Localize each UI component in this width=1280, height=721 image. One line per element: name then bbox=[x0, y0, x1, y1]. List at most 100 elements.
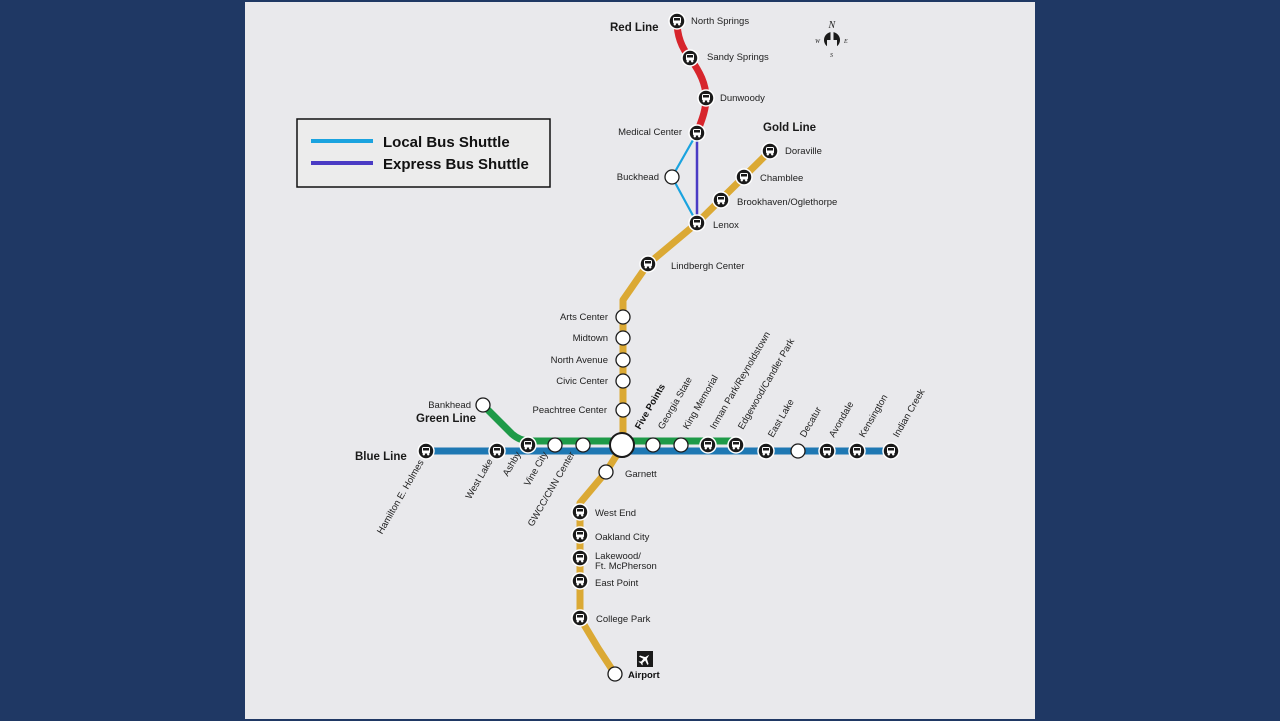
station-decatur[interactable] bbox=[790, 443, 806, 459]
station-east-lake[interactable] bbox=[757, 442, 775, 460]
station-georgia-state[interactable] bbox=[645, 437, 661, 453]
station-marker bbox=[615, 373, 631, 389]
station-marker bbox=[615, 402, 631, 418]
station-label-kensington: Kensington bbox=[857, 393, 890, 440]
station-label-lakewood: Lakewood/Ft. McPherson bbox=[595, 551, 657, 572]
station-five-points[interactable] bbox=[609, 432, 635, 458]
station-label-west-lake: West Lake bbox=[464, 457, 496, 501]
station-label-medical-center: Medical Center bbox=[618, 127, 682, 138]
station-marker bbox=[664, 169, 680, 185]
station-label-west-end: West End bbox=[595, 508, 636, 519]
station-label-decatur: Decatur bbox=[798, 405, 824, 439]
station-hamilton[interactable] bbox=[417, 442, 435, 460]
bus-icon bbox=[823, 447, 831, 456]
station-label-lindbergh: Lindbergh Center bbox=[671, 261, 744, 272]
gold-line-label: Gold Line bbox=[763, 122, 816, 134]
station-avondale[interactable] bbox=[818, 442, 836, 460]
bus-icon bbox=[576, 554, 584, 563]
station-label-bankhead: Bankhead bbox=[428, 400, 471, 411]
station-label-midtown: Midtown bbox=[573, 333, 608, 344]
station-airport[interactable] bbox=[607, 666, 623, 682]
bus-icon bbox=[576, 577, 584, 586]
station-label-hamilton: Hamilton E. Holmes bbox=[375, 458, 427, 536]
compass-south: S bbox=[830, 53, 833, 59]
bus-icon bbox=[524, 441, 532, 450]
station-label-chamblee: Chamblee bbox=[760, 173, 803, 184]
bus-icon bbox=[762, 447, 770, 456]
blue-line-label: Blue Line bbox=[355, 451, 407, 463]
station-ashby[interactable] bbox=[519, 436, 537, 454]
station-indian-creek[interactable] bbox=[882, 442, 900, 460]
bus-icon bbox=[766, 147, 774, 156]
bus-icon bbox=[693, 219, 701, 228]
bus-icon bbox=[576, 531, 584, 540]
station-buckhead[interactable] bbox=[664, 169, 680, 185]
station-north-avenue[interactable] bbox=[615, 352, 631, 368]
bus-icon bbox=[422, 447, 430, 456]
line-labels: Red Line Gold Line Green Line Blue Line bbox=[355, 22, 816, 463]
station-sandy-springs[interactable] bbox=[681, 49, 699, 67]
station-brookhaven[interactable] bbox=[712, 191, 730, 209]
bus-icon bbox=[576, 508, 584, 517]
station-label-east-point: East Point bbox=[595, 578, 639, 589]
station-edgewood[interactable] bbox=[727, 436, 745, 454]
station-marker bbox=[547, 437, 563, 453]
station-east-point[interactable] bbox=[571, 572, 589, 590]
station-label-brookhaven: Brookhaven/Oglethorpe bbox=[737, 197, 837, 208]
station-label-east-lake: East Lake bbox=[766, 397, 797, 439]
station-college-park[interactable] bbox=[571, 609, 589, 627]
hub-marker bbox=[609, 432, 635, 458]
station-lindbergh[interactable] bbox=[639, 255, 657, 273]
bus-icon bbox=[702, 94, 710, 103]
station-label-north-avenue: North Avenue bbox=[551, 355, 608, 366]
station-lenox[interactable] bbox=[688, 214, 706, 232]
station-doraville[interactable] bbox=[761, 142, 779, 160]
green-line-label: Green Line bbox=[416, 413, 476, 425]
station-label-buckhead: Buckhead bbox=[617, 172, 659, 183]
station-lakewood[interactable] bbox=[571, 549, 589, 567]
station-marker bbox=[607, 666, 623, 682]
station-marker bbox=[615, 309, 631, 325]
station-medical-center[interactable] bbox=[688, 124, 706, 142]
station-label-sandy-springs: Sandy Springs bbox=[707, 52, 769, 63]
compass-west: W bbox=[815, 39, 821, 45]
legend: Local Bus Shuttle Express Bus Shuttle bbox=[296, 118, 551, 188]
bus-icon bbox=[686, 54, 694, 63]
station-king-memorial[interactable] bbox=[673, 437, 689, 453]
bus-icon bbox=[644, 260, 652, 269]
station-peachtree-center[interactable] bbox=[615, 402, 631, 418]
compass-east: E bbox=[843, 39, 848, 45]
station-marker bbox=[645, 437, 661, 453]
station-garnett[interactable] bbox=[598, 464, 614, 480]
station-west-end[interactable] bbox=[571, 503, 589, 521]
station-west-lake[interactable] bbox=[488, 442, 506, 460]
station-kensington[interactable] bbox=[848, 442, 866, 460]
red-line-label: Red Line bbox=[610, 22, 659, 34]
airplane-icon bbox=[637, 651, 653, 667]
station-vine-city[interactable] bbox=[547, 437, 563, 453]
station-label-vine-city: Vine City bbox=[522, 450, 551, 488]
station-marker bbox=[598, 464, 614, 480]
station-gwcc[interactable] bbox=[575, 437, 591, 453]
station-dunwoody[interactable] bbox=[697, 89, 715, 107]
station-civic-center[interactable] bbox=[615, 373, 631, 389]
station-inman-park[interactable] bbox=[699, 436, 717, 454]
compass-north: N bbox=[828, 20, 837, 31]
station-arts-center[interactable] bbox=[615, 309, 631, 325]
station-marker bbox=[673, 437, 689, 453]
bus-icon bbox=[704, 441, 712, 450]
station-oakland-city[interactable] bbox=[571, 526, 589, 544]
station-label-doraville: Doraville bbox=[785, 146, 822, 157]
station-label-dunwoody: Dunwoody bbox=[720, 93, 765, 104]
station-midtown[interactable] bbox=[615, 330, 631, 346]
red-line-route bbox=[673, 17, 710, 137]
compass-icon: N S E W bbox=[815, 20, 848, 59]
station-label-lenox: Lenox bbox=[713, 220, 739, 231]
station-label-airport: Airport bbox=[628, 670, 661, 681]
stations bbox=[417, 12, 900, 682]
station-chamblee[interactable] bbox=[735, 168, 753, 186]
station-north-springs[interactable] bbox=[668, 12, 686, 30]
station-marker bbox=[475, 397, 491, 413]
station-bankhead[interactable] bbox=[475, 397, 491, 413]
